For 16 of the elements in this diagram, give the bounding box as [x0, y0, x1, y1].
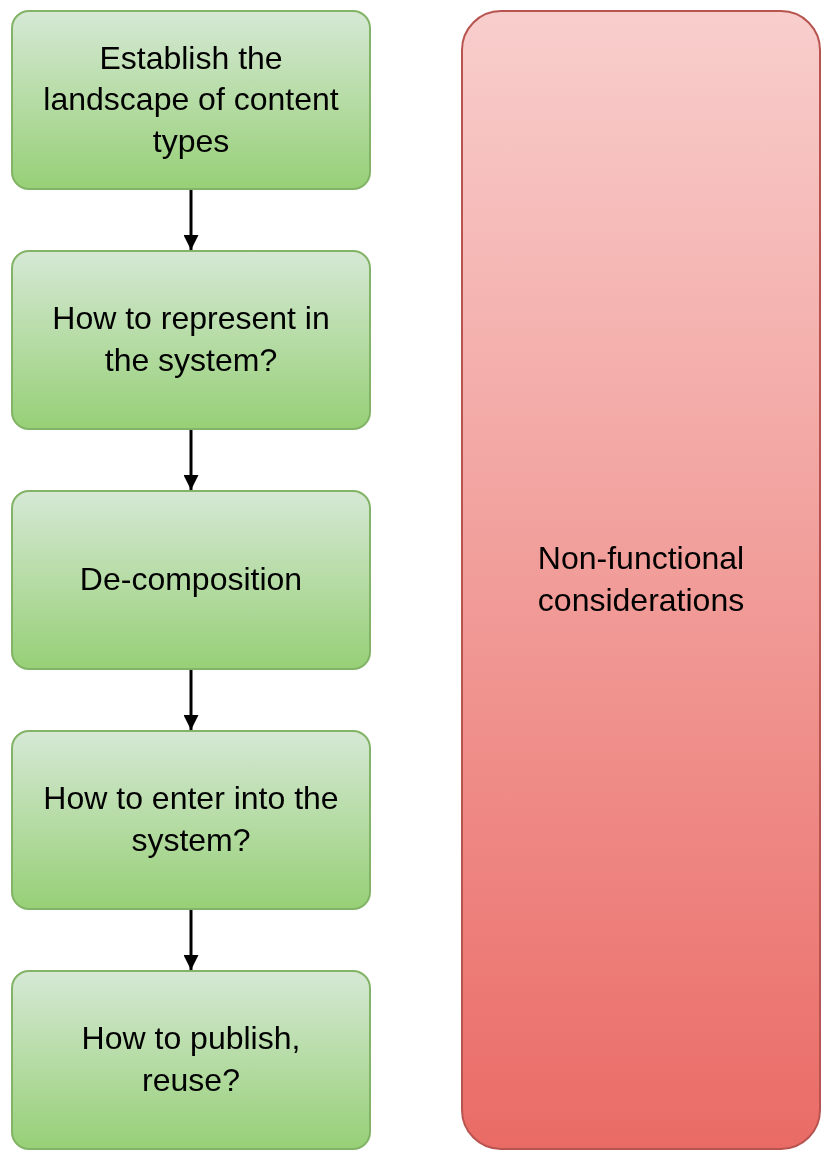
process-box — [11, 10, 371, 190]
band-box — [461, 10, 821, 1150]
node-label: Establish the landscape of content types — [42, 38, 340, 161]
process-box — [11, 490, 371, 670]
arrow — [183, 910, 199, 970]
node-label: How to represent in the system? — [51, 299, 331, 380]
arrow — [183, 670, 199, 730]
node-label: How to enter into the system? — [42, 779, 340, 860]
process-box — [11, 970, 371, 1150]
node-label: De-composition — [79, 560, 303, 600]
process-box — [11, 730, 371, 910]
arrow — [183, 430, 199, 490]
arrow — [183, 190, 199, 250]
node-label: How to publish, reuse? — [80, 1019, 302, 1100]
node-label: Non-functional considerations — [536, 539, 746, 620]
process-box — [11, 250, 371, 430]
